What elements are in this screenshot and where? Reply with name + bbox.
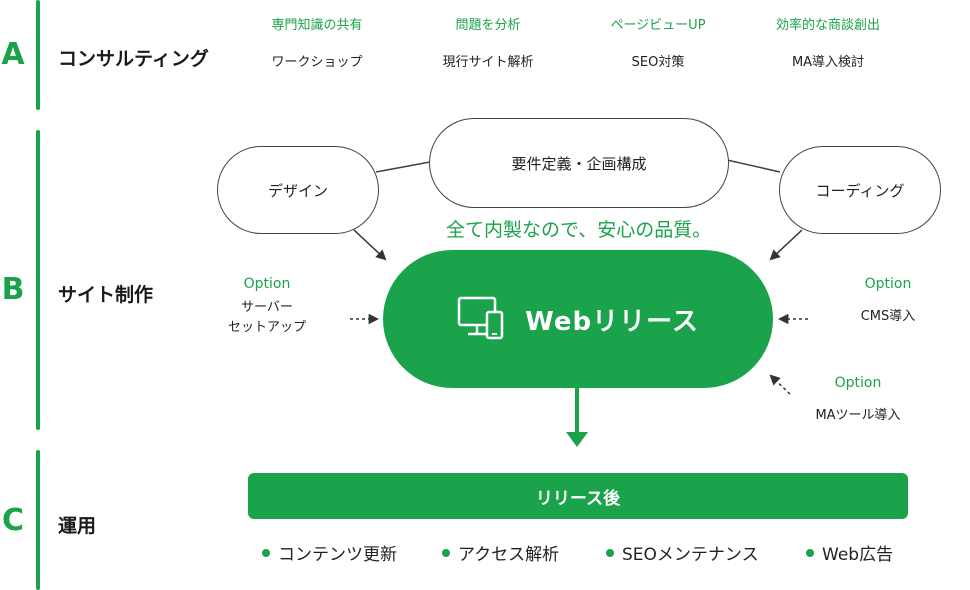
section-c-bar <box>36 450 40 590</box>
section-c-letter: C <box>1 503 25 538</box>
option-cms: Option CMS導入 <box>848 276 928 327</box>
operation-item-label: SEOメンテナンス <box>622 545 759 565</box>
web-release-node: Webリリース <box>383 250 773 388</box>
option-ma: Option MAツール導入 <box>806 375 910 426</box>
section-a-title: コンサルティング <box>58 48 209 70</box>
design-pill: デザイン <box>217 146 379 234</box>
coding-pill: コーディング <box>779 146 941 234</box>
release-down-arrow-head <box>566 432 588 447</box>
section-a-letter: A <box>1 37 25 72</box>
operation-item: コンテンツ更新 <box>262 540 397 565</box>
consulting-goal: 効率的な商談創出 <box>775 18 880 33</box>
option-label: CMS導入 <box>860 309 916 324</box>
consulting-goal: 専門知識の共有 <box>271 18 363 33</box>
arrow-ma-release <box>769 374 791 395</box>
consulting-method: ワークショップ <box>271 55 363 70</box>
web-release-label: Webリリース <box>525 306 699 337</box>
operation-item: アクセス解析 <box>442 540 559 565</box>
planning-pill: 要件定義・企画構成 <box>429 118 729 208</box>
consulting-method: SEO対策 <box>631 55 685 70</box>
bullet-dot <box>262 548 270 557</box>
consulting-goal: ページビューUP <box>610 18 706 33</box>
arrow-design-release <box>353 229 387 261</box>
consulting-item: 専門知識の共有 ワークショップ <box>242 14 392 70</box>
option-label-line1: サーバー <box>241 300 293 315</box>
quality-tagline: 全て内製なので、安心の品質。 <box>446 219 712 241</box>
option-tag: Option <box>243 276 291 292</box>
option-label-line2: セットアップ <box>227 320 306 335</box>
release-down-arrow-shaft <box>575 388 579 434</box>
operation-item-label: アクセス解析 <box>458 545 560 565</box>
consulting-goal: 問題を分析 <box>455 18 521 33</box>
bullet-dot <box>442 548 450 557</box>
consulting-method: MA導入検討 <box>791 55 865 70</box>
bullet-dot <box>606 548 614 557</box>
operation-item: Web広告 <box>806 540 893 565</box>
post-release-bar: リリース後 <box>248 473 908 519</box>
consulting-item: 問題を分析 現行サイト解析 <box>413 14 563 70</box>
operation-item-label: Web広告 <box>822 545 894 565</box>
operation-item: SEOメンテナンス <box>606 540 759 565</box>
consulting-method: 現行サイト解析 <box>442 55 534 70</box>
section-c-title: 運用 <box>58 515 97 537</box>
arrow-coding-release <box>769 229 803 261</box>
option-label: MAツール導入 <box>815 408 901 423</box>
option-tag: Option <box>864 276 912 292</box>
section-b-bar <box>36 130 40 430</box>
consulting-item: 効率的な商談創出 MA導入検討 <box>753 14 903 70</box>
section-b-title: サイト制作 <box>58 284 154 306</box>
section-a-bar <box>36 0 40 110</box>
bullet-dot <box>806 548 814 557</box>
connector-planning-coding <box>726 159 781 173</box>
consulting-item: ページビューUP SEO対策 <box>583 14 733 70</box>
operation-item-label: コンテンツ更新 <box>278 545 397 565</box>
connector-design-planning <box>375 161 431 173</box>
option-server: Option サーバー セットアップ <box>220 276 314 338</box>
option-tag: Option <box>834 375 882 391</box>
section-b-letter: B <box>1 272 25 307</box>
monitor-smartphone-icon <box>457 296 504 340</box>
